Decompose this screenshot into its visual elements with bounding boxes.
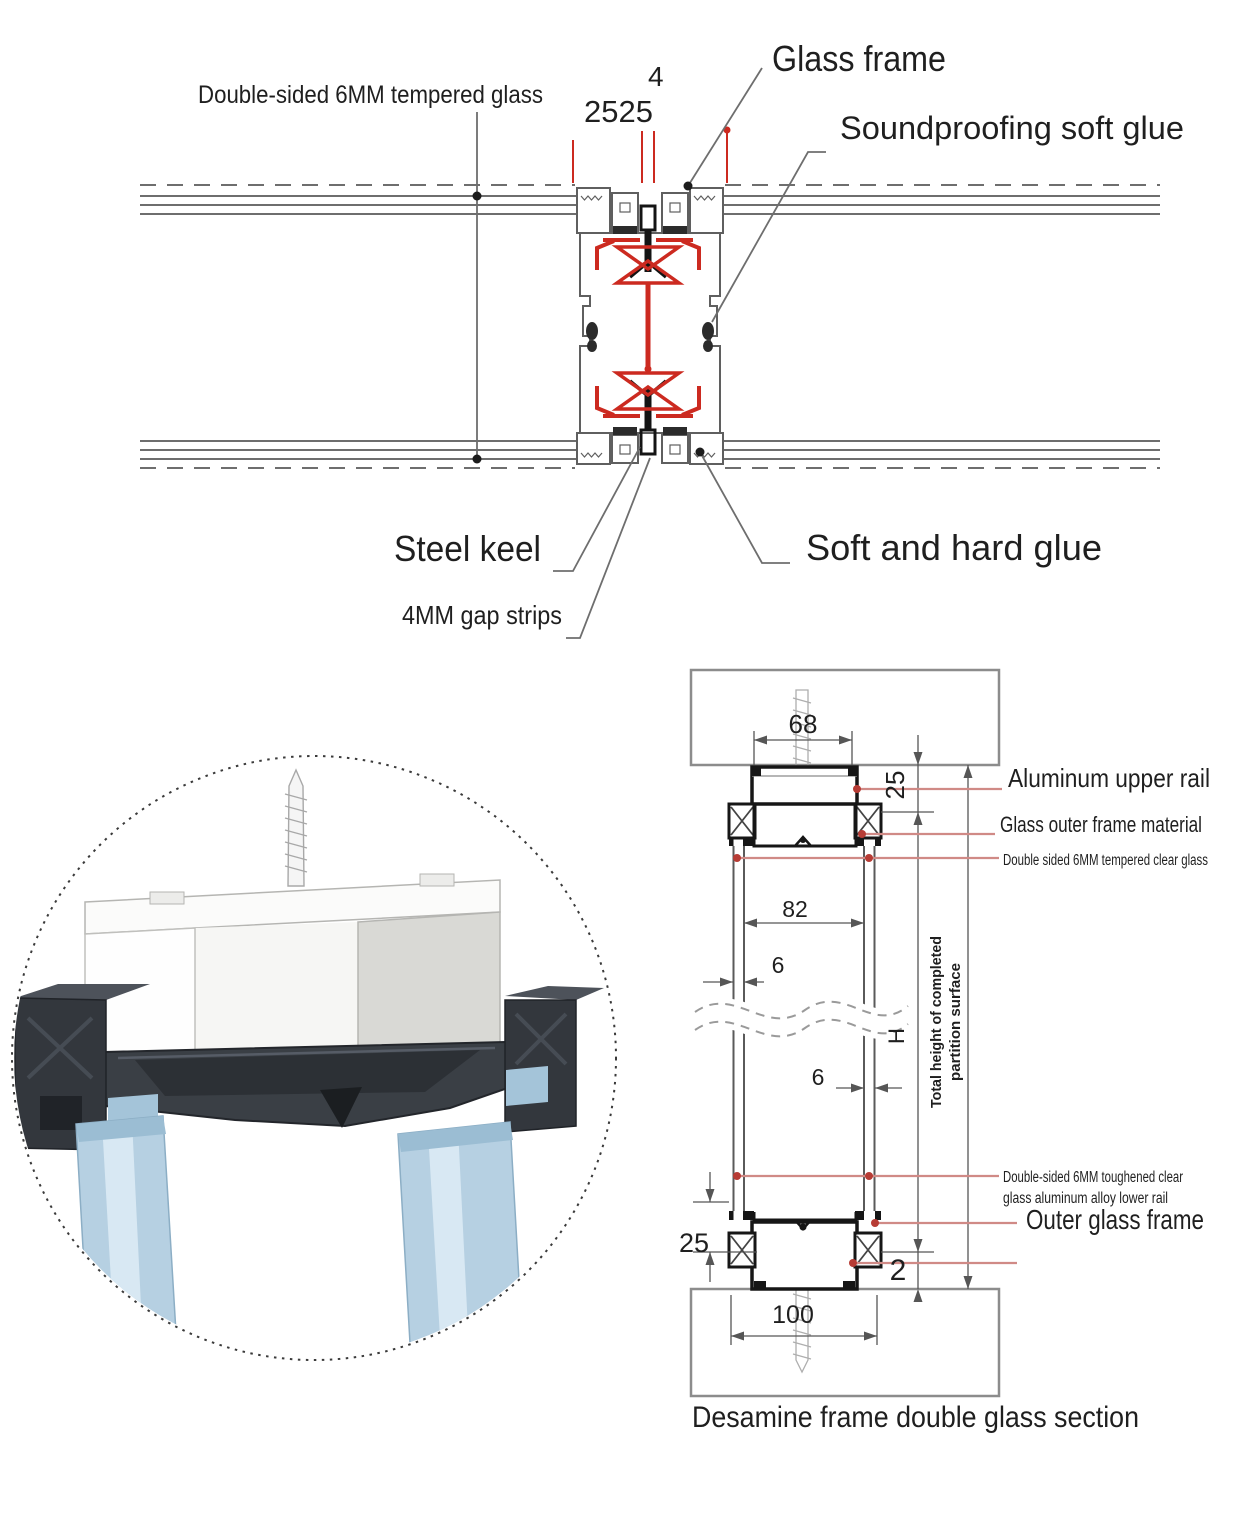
label-dim-2525: 2525 [584, 94, 653, 129]
break-wavy-lines [694, 1000, 909, 1038]
label-glass-frame: Glass frame [772, 38, 946, 79]
dark-glazing-tray-3d [14, 984, 604, 1151]
red-gasket-shapes [595, 238, 701, 418]
dim-82: 82 [782, 896, 808, 922]
ceiling-slab [689, 668, 1001, 767]
label-toughened-2: glass aluminum alloy lower rail [1003, 1190, 1168, 1207]
screw-3d-icon [284, 768, 308, 887]
label-toughened-1: Double-sided 6MM toughened clear [1003, 1169, 1183, 1186]
dim-25-bottom: 25 [679, 1228, 709, 1258]
detail-3d-circle [11, 755, 617, 1361]
dimension-lines [693, 731, 969, 1345]
label-tempered-glass: Double-sided 6MM tempered glass [198, 81, 543, 109]
label-glass-outer-frame-material: Glass outer frame material [1000, 812, 1202, 837]
label-total-height-1: Total height of completed [928, 936, 945, 1108]
plan-section-drawing: Double-sided 6MM tempered glass 4 2525 G… [140, 38, 1184, 639]
section-caption: Desamine frame double glass section [692, 1401, 1139, 1434]
upper-rail-profile [727, 765, 883, 848]
label-tempered-clear-glass: Double sided 6MM tempered clear glass [1003, 852, 1208, 869]
label-outer-glass-frame: Outer glass frame [1026, 1204, 1204, 1235]
red-leader-dots [733, 785, 879, 1267]
dim-68: 68 [789, 709, 818, 739]
wall-glass-lines [140, 184, 1160, 469]
lower-rail-profile [727, 1211, 883, 1291]
label-soft-hard-glue: Soft and hard glue [806, 527, 1102, 568]
leader-dots-top [472, 181, 705, 464]
leader-lines-top [476, 67, 826, 639]
dim-100: 100 [772, 1301, 814, 1329]
mullion-seals [586, 226, 714, 435]
label-dim-4: 4 [648, 61, 664, 92]
red-leader-lines [737, 787, 1017, 1265]
label-soundproofing: Soundproofing soft glue [840, 110, 1184, 146]
label-gap-strips: 4MM gap strips [402, 600, 562, 630]
vertical-section-drawing: 68 25 82 6 6 H 25 2 100 Total height of … [679, 668, 1210, 1434]
dim-6-lower: 6 [812, 1064, 825, 1090]
dim-6-upper: 6 [772, 952, 785, 978]
label-aluminum-upper-rail: Aluminum upper rail [1008, 763, 1210, 793]
label-total-height-2: partition surface [947, 963, 964, 1081]
dimension-arrowheads [705, 735, 973, 1341]
label-steel-keel: Steel keel [394, 528, 541, 569]
dim-25-top: 25 [880, 771, 910, 800]
dim-2: 2 [890, 1254, 907, 1287]
break-band-mask [686, 995, 918, 1043]
dim-h: H [884, 1028, 909, 1044]
floor-slab [689, 1287, 1001, 1398]
